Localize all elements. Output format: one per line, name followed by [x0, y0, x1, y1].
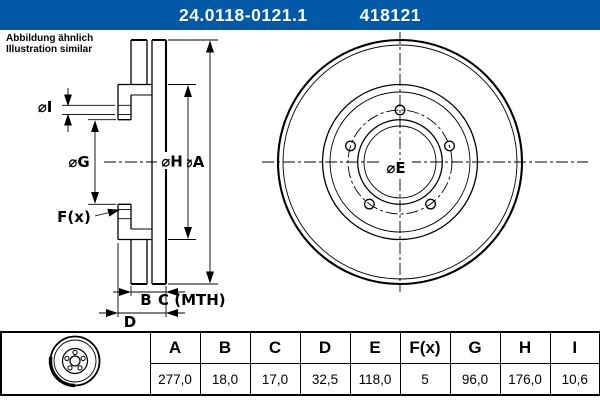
- col-header-a: A: [149, 331, 201, 364]
- bolt-hole: [444, 140, 455, 152]
- value-d: 32,5: [299, 363, 351, 396]
- label-b: B: [140, 291, 151, 309]
- bolt-hole: [345, 140, 356, 152]
- front-view: ⌀E: [262, 32, 588, 292]
- col-header-e: E: [349, 331, 401, 364]
- dimension-f-x: F(x): [57, 208, 120, 226]
- dimension-b-c-d: B C (MTH) D: [99, 243, 226, 331]
- col-header-d: D: [299, 331, 351, 364]
- bore-chamfer-circle: [363, 125, 437, 199]
- dimension-dia-h: ⌀H: [157, 84, 196, 240]
- value-e: 118,0: [349, 363, 401, 396]
- part-number: 24.0118-0121.1: [178, 4, 308, 25]
- similarity-note: Abbildung ähnlich Illustration similar: [6, 33, 93, 55]
- bolt-circle: [347, 109, 453, 215]
- outer-diameter-circle: [276, 38, 524, 286]
- dimension-dia-a: ⌀A: [168, 39, 218, 285]
- bolt-hole: [425, 198, 437, 210]
- disc-thumbnail-cell: [0, 331, 151, 396]
- bolt-hole: [363, 198, 375, 210]
- center-bore-circle: [357, 119, 443, 205]
- value-h: 176,0: [499, 363, 551, 396]
- label-dia-i: ⌀I: [38, 98, 53, 116]
- disc-thumbnail-icon: [48, 335, 101, 388]
- col-header-i: I: [549, 331, 600, 364]
- reference-number: 418121: [359, 4, 422, 25]
- value-fx: 5: [399, 363, 451, 396]
- value-g: 96,0: [449, 363, 501, 396]
- dimension-dia-g: ⌀G: [68, 119, 116, 205]
- label-c-mth: C (MTH): [158, 291, 226, 309]
- note-line-en: Illustration similar: [6, 44, 93, 55]
- value-c: 17,0: [249, 363, 301, 396]
- label-dia-e: ⌀E: [386, 159, 405, 177]
- col-header-g: G: [449, 331, 501, 364]
- dimension-dia-i: ⌀I: [38, 88, 115, 132]
- value-i: 10,6: [549, 363, 600, 396]
- spec-table: A B C D E F(x) G H I 277,0 18,0 17,0 32,…: [0, 331, 600, 396]
- cross-section-view: [104, 38, 180, 286]
- label-d: D: [124, 313, 136, 331]
- col-header-fx: F(x): [399, 331, 451, 364]
- col-header-c: C: [249, 331, 301, 364]
- label-dia-g: ⌀G: [68, 153, 89, 171]
- note-line-de: Abbildung ähnlich: [6, 33, 94, 44]
- label-dia-a: ⌀A: [184, 153, 205, 171]
- hat-diameter-circle: [321, 83, 479, 241]
- label-f-x: F(x): [57, 208, 91, 226]
- value-b: 18,0: [199, 363, 251, 396]
- bolt-hole: [394, 104, 406, 116]
- label-dia-h: ⌀H: [161, 153, 183, 171]
- hat-step-circle: [329, 91, 471, 233]
- header-bar: 24.0118-0121.1 418121: [0, 0, 600, 30]
- value-a: 277,0: [149, 363, 201, 396]
- outer-chamfer-circle: [282, 44, 518, 280]
- col-header-h: H: [499, 331, 551, 364]
- col-header-b: B: [199, 331, 251, 364]
